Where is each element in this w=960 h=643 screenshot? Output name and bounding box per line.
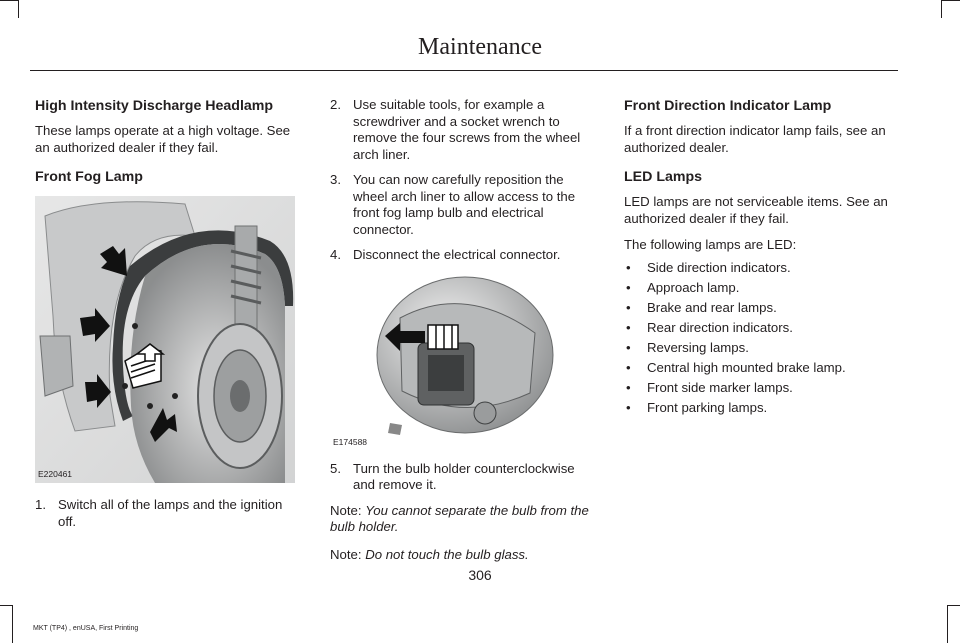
figure-code: E220461: [38, 469, 72, 479]
note: Note: Do not touch the bulb glass.: [330, 547, 598, 564]
list-item: Front side marker lamps.: [624, 380, 896, 397]
list-item: Central high mounted brake lamp.: [624, 360, 896, 377]
figure-code: E174588: [333, 437, 367, 447]
crop-mark: [0, 0, 18, 1]
led-list: Side direction indicators. Approach lamp…: [624, 260, 896, 417]
step-item: 3. You can now carefully reposition the …: [330, 172, 598, 238]
step-text: Disconnect the electrical connector.: [353, 247, 561, 262]
header-rule: [30, 70, 898, 71]
arrow-icon: [385, 322, 459, 351]
note-text: Do not touch the bulb glass.: [365, 546, 529, 562]
list-item: Side direction indicators.: [624, 260, 896, 277]
led-text: LED lamps are not serviceable items. See…: [624, 194, 888, 226]
column-left: High Intensity Discharge Headlamp These …: [35, 97, 297, 539]
note-text: You cannot separate the bulb from the bu…: [330, 502, 589, 535]
crop-mark: [0, 605, 12, 606]
column-middle: 2. Use suitable tools, for example a scr…: [330, 97, 598, 574]
led-intro: The following lamps are LED:: [624, 237, 797, 252]
step-number: 1.: [35, 497, 46, 512]
fog-lamp-figure: E220461: [35, 196, 295, 483]
step-text: You can now carefully reposition the whe…: [353, 172, 576, 237]
list-item: Rear direction indicators.: [624, 320, 896, 337]
crop-mark: [941, 0, 942, 18]
note: Note: You cannot separate the bulb from …: [330, 503, 598, 536]
crop-mark: [948, 605, 960, 606]
note-label: Note:: [330, 546, 362, 562]
hid-text: These lamps operate at a high voltage. S…: [35, 123, 291, 155]
step-item: 5. Turn the bulb holder counterclockwise…: [330, 461, 598, 494]
list-item: Front parking lamps.: [624, 400, 896, 417]
step-item: 1. Switch all of the lamps and the ignit…: [35, 497, 297, 530]
led-heading: LED Lamps: [624, 169, 703, 185]
list-item: Approach lamp.: [624, 280, 896, 297]
column-right: Front Direction Indicator Lamp If a fron…: [624, 97, 896, 420]
bulb-holder-illustration: E174588: [333, 276, 554, 447]
step-number: 4.: [330, 247, 341, 262]
list-item: Reversing lamps.: [624, 340, 896, 357]
step-number: 5.: [330, 460, 341, 476]
step-item: 2. Use suitable tools, for example a scr…: [330, 97, 598, 163]
crop-mark: [12, 605, 13, 643]
arrow-icon: [80, 246, 177, 442]
fdi-heading: Front Direction Indicator Lamp: [624, 98, 832, 114]
step-item: 4. Disconnect the electrical connector.: [330, 247, 598, 264]
hid-heading: High Intensity Discharge Headlamp: [35, 98, 274, 114]
crop-mark: [942, 0, 960, 1]
footer-text: MKT (TP4) , enUSA, First Printing: [33, 625, 139, 632]
note-label: Note:: [330, 502, 362, 518]
fog-heading: Front Fog Lamp: [35, 169, 143, 185]
page-number: 306: [468, 567, 492, 583]
crop-mark: [947, 605, 948, 643]
step-text: Turn the bulb holder counterclockwise an…: [353, 460, 575, 493]
fdi-text: If a front direction indicator lamp fail…: [624, 123, 886, 155]
step-text: Use suitable tools, for example a screwd…: [353, 97, 581, 162]
wheel-arch-illustration: E220461: [35, 196, 295, 483]
page-title: Maintenance: [418, 34, 542, 60]
bulb-holder-figure: E174588: [330, 273, 592, 451]
list-item: Brake and rear lamps.: [624, 300, 896, 317]
step-number: 2.: [330, 97, 341, 112]
step-number: 3.: [330, 172, 341, 187]
crop-mark: [18, 0, 19, 18]
step-text: Switch all of the lamps and the ignition…: [58, 497, 283, 529]
